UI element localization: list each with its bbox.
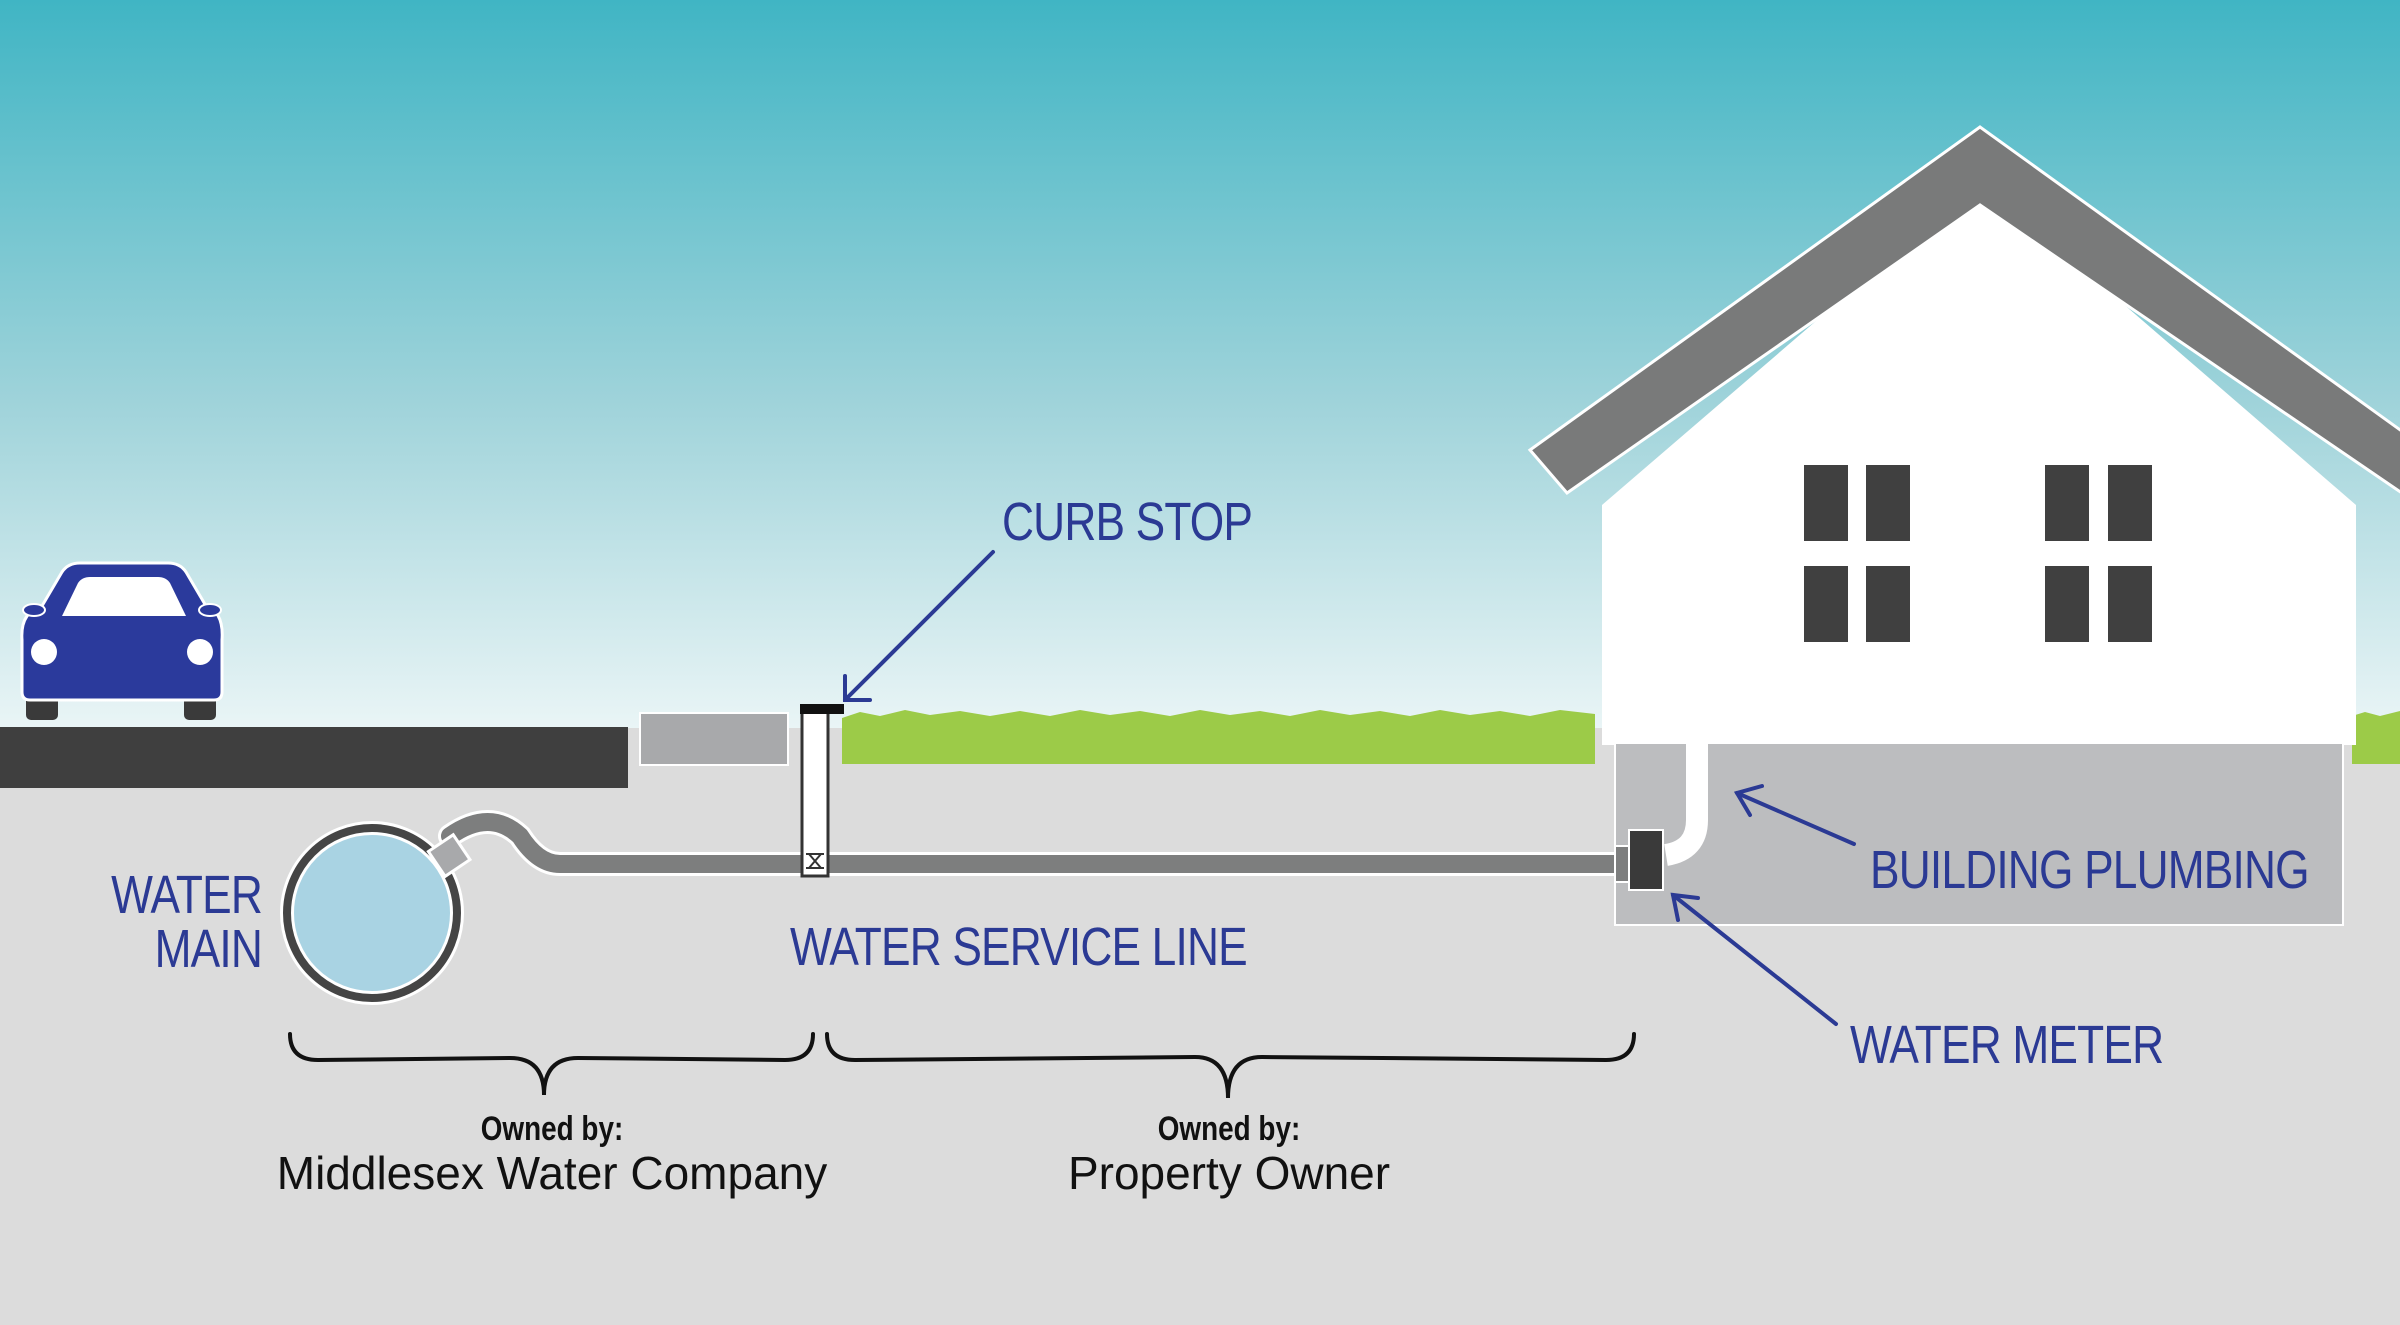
water-main-label-line1: WATER: [111, 865, 263, 925]
basement: [1614, 742, 2344, 926]
owner-company-name: Middlesex Water Company: [276, 1147, 828, 1199]
label-arrows: [843, 550, 1856, 1026]
ownership-braces: [288, 1032, 1636, 1099]
road: [0, 727, 628, 788]
house-icon: [1527, 125, 2400, 926]
curb-stop-arrowhead: [843, 674, 872, 702]
curb-stop-label: CURB STOP: [1002, 492, 1253, 552]
water-meter-arrowhead: [1670, 892, 1700, 922]
grass: [842, 710, 2400, 764]
brace-owner: [825, 1032, 1636, 1099]
owner-property-name: Property Owner: [1067, 1147, 1391, 1199]
sidewalk: [639, 712, 789, 766]
brace-company: [288, 1032, 815, 1096]
owner-property-heading: Owned by:: [1157, 1110, 1301, 1148]
water-meter-icon: [1628, 829, 1664, 891]
building-plumbing-pipe: [1663, 742, 1708, 866]
water-main-pipe-icon: [280, 821, 473, 1005]
car-icon: [20, 561, 224, 720]
water-meter-arrow: [1671, 893, 1838, 1026]
curb-stop-valve-icon: [800, 704, 844, 878]
house-windows: [1804, 465, 2152, 642]
building-plumbing-label: BUILDING PLUMBING: [1870, 840, 2310, 900]
water-meter-label: WATER METER: [1850, 1015, 2164, 1075]
building-plumbing-arrow: [1735, 791, 1856, 846]
curb-stop-arrow: [843, 550, 995, 702]
owner-company-heading: Owned by:: [480, 1110, 624, 1148]
water-service-line-label: WATER SERVICE LINE: [790, 917, 1248, 977]
water-main-label-line2: MAIN: [154, 919, 263, 979]
building-plumbing-arrowhead: [1733, 784, 1764, 817]
